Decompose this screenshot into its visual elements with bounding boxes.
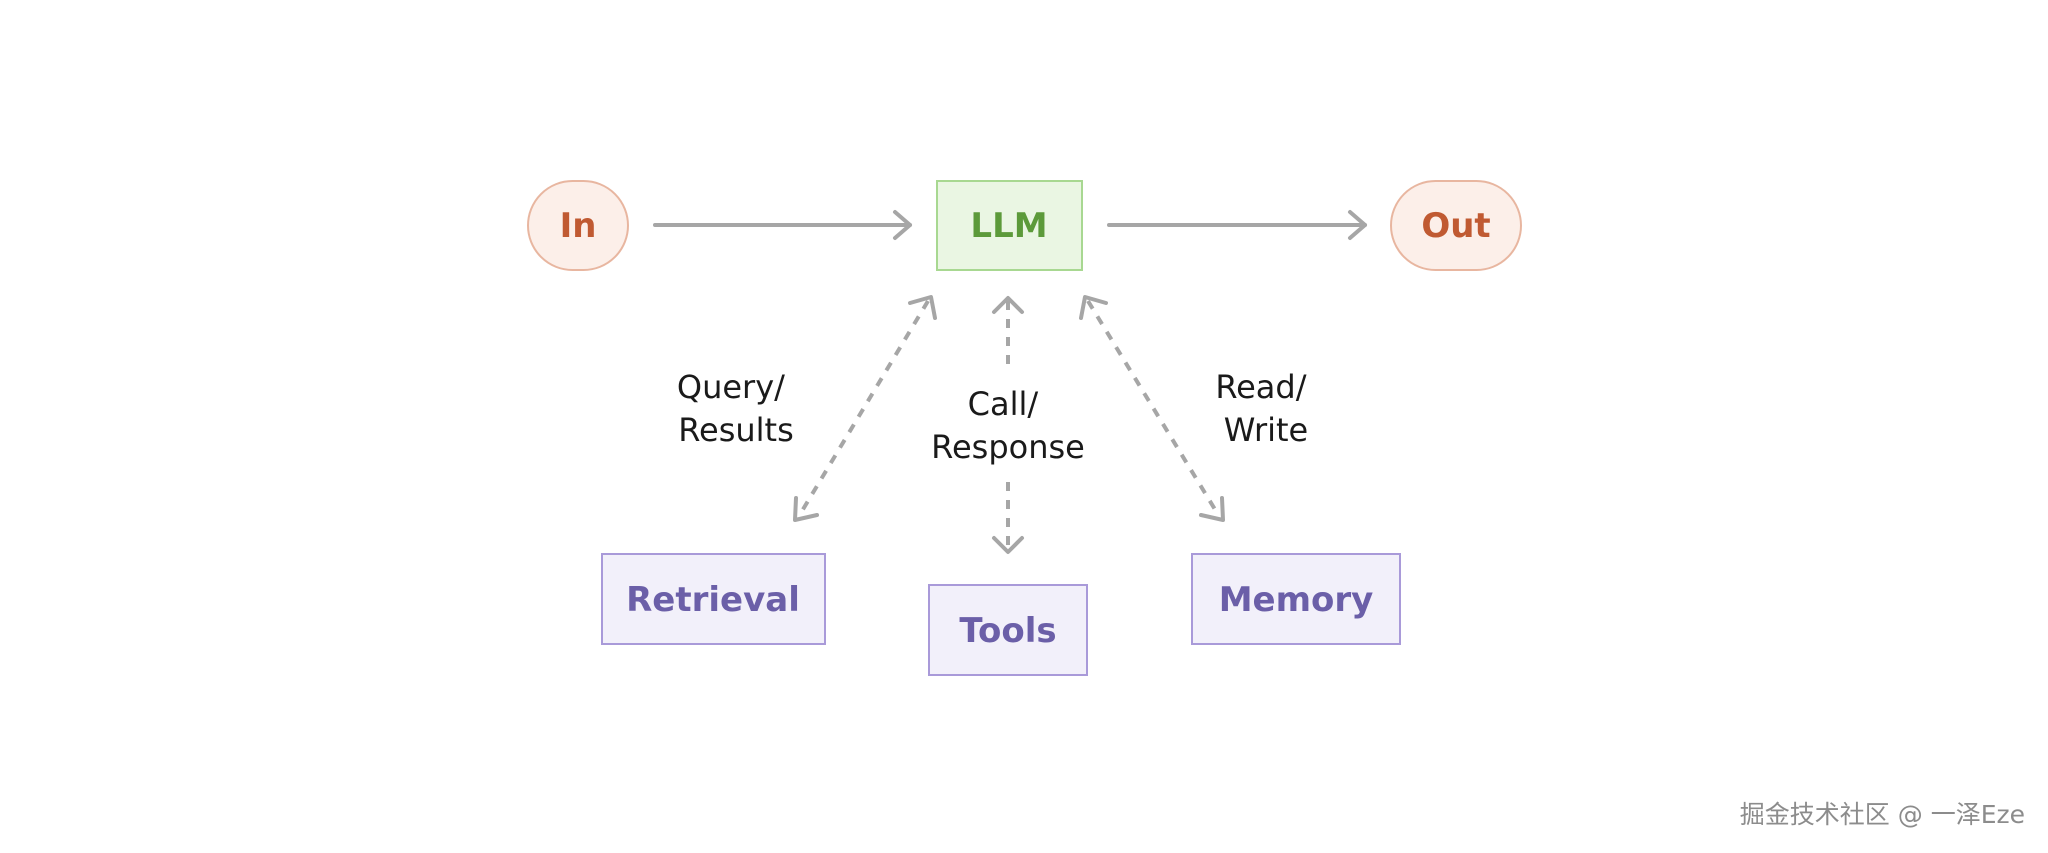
node-in: In	[527, 180, 629, 271]
node-llm-shape	[936, 180, 1083, 271]
watermark-text: 掘金技术社区 @ 一泽Eze	[1740, 800, 2025, 829]
arrow-head-icon	[992, 296, 1024, 314]
node-retrieval: Retrieval	[601, 553, 826, 645]
edge-label-results: Results	[678, 411, 794, 449]
arrow-head-icon	[992, 536, 1024, 554]
edge-label-call: Call/	[968, 385, 1039, 423]
arrow-head-icon	[1199, 496, 1225, 522]
edge-llm-memory	[1079, 295, 1225, 522]
edge-llm-tools	[992, 296, 1024, 554]
node-in-shape	[527, 180, 629, 271]
edge-label-response: Response	[931, 428, 1085, 466]
node-tools-shape	[928, 584, 1088, 676]
node-llm-label: LLM	[970, 206, 1047, 246]
edge-llm-retrieval	[793, 295, 937, 522]
node-memory: Memory	[1191, 553, 1401, 645]
node-memory-label: Memory	[1219, 580, 1374, 620]
node-tools: Tools	[928, 584, 1088, 676]
arrow-head-icon	[793, 496, 819, 522]
edge-llm-to-out	[1107, 210, 1367, 240]
arrow-head-icon	[1079, 295, 1108, 320]
node-out-shape	[1390, 180, 1522, 271]
node-retrieval-shape	[601, 553, 826, 645]
arrow-head-icon	[893, 210, 912, 240]
node-memory-shape	[1191, 553, 1401, 645]
edge-label-query-results: Query/ Results	[677, 368, 795, 449]
edge-in-to-llm	[653, 210, 912, 240]
edge-label-read-write: Read/ Write	[1215, 368, 1316, 449]
node-out: Out	[1390, 180, 1522, 271]
edge-label-call-response: Call/ Response	[931, 385, 1085, 466]
node-tools-label: Tools	[959, 611, 1056, 651]
edge-label-query: Query/	[677, 368, 785, 406]
node-out-label: Out	[1421, 206, 1490, 246]
node-retrieval-label: Retrieval	[626, 580, 800, 620]
edge-label-write: Write	[1224, 411, 1308, 449]
arrow-head-icon	[1348, 210, 1367, 240]
edge-label-read: Read/	[1215, 368, 1306, 406]
arrow-head-icon	[908, 295, 937, 320]
node-llm: LLM	[936, 180, 1083, 271]
node-in-label: In	[560, 206, 597, 246]
